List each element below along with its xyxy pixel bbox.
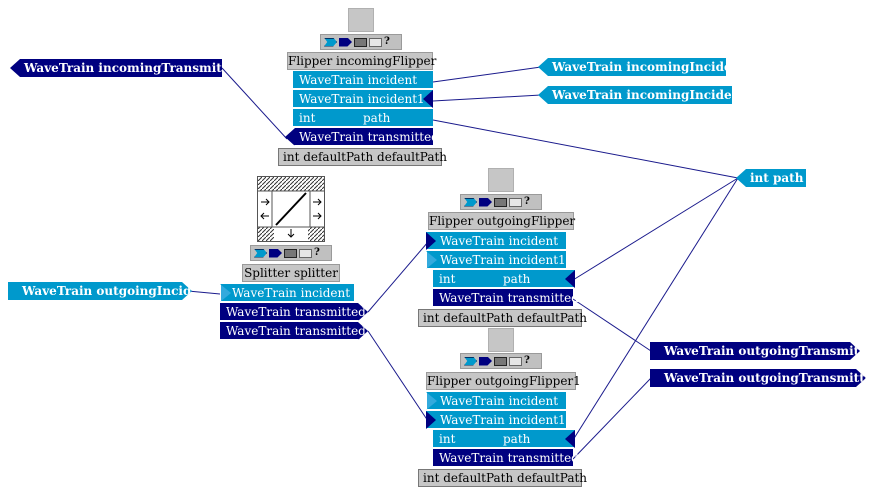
port-int-path[interactable]: int path	[736, 169, 806, 187]
port-outgoingTransmitted1[interactable]: WaveTrain outgoingTransmitted1	[650, 369, 866, 387]
port-marker-icon	[220, 284, 231, 302]
port-marker-icon	[423, 90, 433, 108]
output-port-transmitted[interactable]: WaveTrain transmitted	[433, 449, 579, 467]
stop-icon[interactable]	[354, 37, 367, 47]
stop-icon[interactable]	[494, 197, 507, 207]
play-icon[interactable]	[479, 197, 492, 207]
wire-outgoingFlipper1-path	[572, 177, 739, 441]
block-toolbar: ?	[460, 353, 542, 369]
port-incomingTransmitted[interactable]: WaveTrain incomingTransmitted	[10, 59, 222, 77]
input-port-incident1[interactable]: WaveTrain incident1	[426, 411, 566, 429]
help-icon[interactable]: ?	[384, 36, 390, 47]
output-port-transmitted[interactable]: WaveTrain transmitted	[220, 303, 368, 321]
output-port-transmitted[interactable]: WaveTrain transmitted	[433, 289, 579, 307]
output-port-transmitted2[interactable]: WaveTrain transmitted2	[220, 322, 368, 340]
block-icon[interactable]	[348, 8, 374, 32]
port-marker-icon	[426, 251, 437, 269]
wire-outgoingFlipper-path	[572, 177, 739, 281]
block-title: Splitter splitter	[242, 264, 340, 282]
input-port-incident[interactable]: WaveTrain incident	[293, 71, 433, 89]
block-parameter: int defaultPath defaultPath	[418, 469, 587, 487]
wire-incomingTransmitted	[221, 67, 288, 140]
output-port-transmitted[interactable]: WaveTrain transmitted	[285, 128, 433, 146]
block-parameter: int defaultPath defaultPath	[278, 148, 447, 166]
block-toolbar: ?	[250, 245, 332, 261]
input-port-incident[interactable]: WaveTrain incident	[220, 284, 354, 302]
flag-icon[interactable]	[254, 248, 267, 258]
port-marker-icon	[426, 392, 437, 410]
panel-icon[interactable]	[369, 37, 382, 47]
block-title: Flipper outgoingFlipper1	[426, 372, 581, 390]
panel-icon[interactable]	[509, 356, 522, 366]
flag-icon[interactable]	[464, 197, 477, 207]
help-icon[interactable]: ?	[314, 247, 320, 258]
flag-icon[interactable]	[464, 356, 477, 366]
block-title: Flipper incomingFlipper	[287, 52, 437, 70]
input-port-incident1[interactable]: WaveTrain incident1	[293, 90, 433, 108]
port-incomingIncident1[interactable]: WaveTrain incomingIncident1	[538, 86, 732, 104]
splitter-diagram-icon	[258, 177, 324, 241]
wire-splitter-transmitted2	[367, 330, 429, 422]
port-outgoingTransmitted[interactable]: WaveTrain outgoingTransmitted	[650, 342, 860, 360]
play-icon[interactable]	[339, 37, 352, 47]
stop-icon[interactable]	[284, 248, 297, 258]
port-marker-icon	[565, 270, 575, 288]
stop-icon[interactable]	[494, 356, 507, 366]
input-port-incident[interactable]: WaveTrain incident	[426, 232, 566, 250]
splitter-icon[interactable]	[257, 176, 325, 242]
block-toolbar: ?	[460, 194, 542, 210]
input-port-incident[interactable]: WaveTrain incident	[426, 392, 566, 410]
wire-outgoingTransmitted1	[572, 377, 652, 460]
port-marker-icon	[426, 411, 436, 429]
wire-incomingIncident1	[432, 94, 542, 102]
wire-incomingIncident	[432, 66, 542, 83]
block-parameter: int defaultPath defaultPath	[418, 309, 587, 327]
port-marker-icon	[565, 430, 575, 448]
panel-icon[interactable]	[509, 197, 522, 207]
play-icon[interactable]	[269, 248, 282, 258]
block-icon[interactable]	[488, 168, 514, 192]
play-icon[interactable]	[479, 356, 492, 366]
wire-splitter-transmitted	[367, 241, 429, 313]
port-marker-icon	[426, 232, 436, 250]
wire-outgoingIncident	[187, 290, 221, 295]
wire-incomingFlipper-path	[432, 119, 739, 179]
block-icon[interactable]	[488, 328, 514, 352]
flag-icon[interactable]	[324, 37, 337, 47]
help-icon[interactable]: ?	[524, 196, 530, 207]
port-incomingIncident[interactable]: WaveTrain incomingIncident	[538, 58, 726, 76]
help-icon[interactable]: ?	[524, 355, 530, 366]
port-outgoingIncident[interactable]: WaveTrain outgoingIncident	[8, 282, 192, 300]
block-title: Flipper outgoingFlipper	[428, 212, 576, 230]
input-port-incident1[interactable]: WaveTrain incident1	[426, 251, 566, 269]
block-toolbar: ?	[320, 34, 402, 50]
panel-icon[interactable]	[299, 248, 312, 258]
